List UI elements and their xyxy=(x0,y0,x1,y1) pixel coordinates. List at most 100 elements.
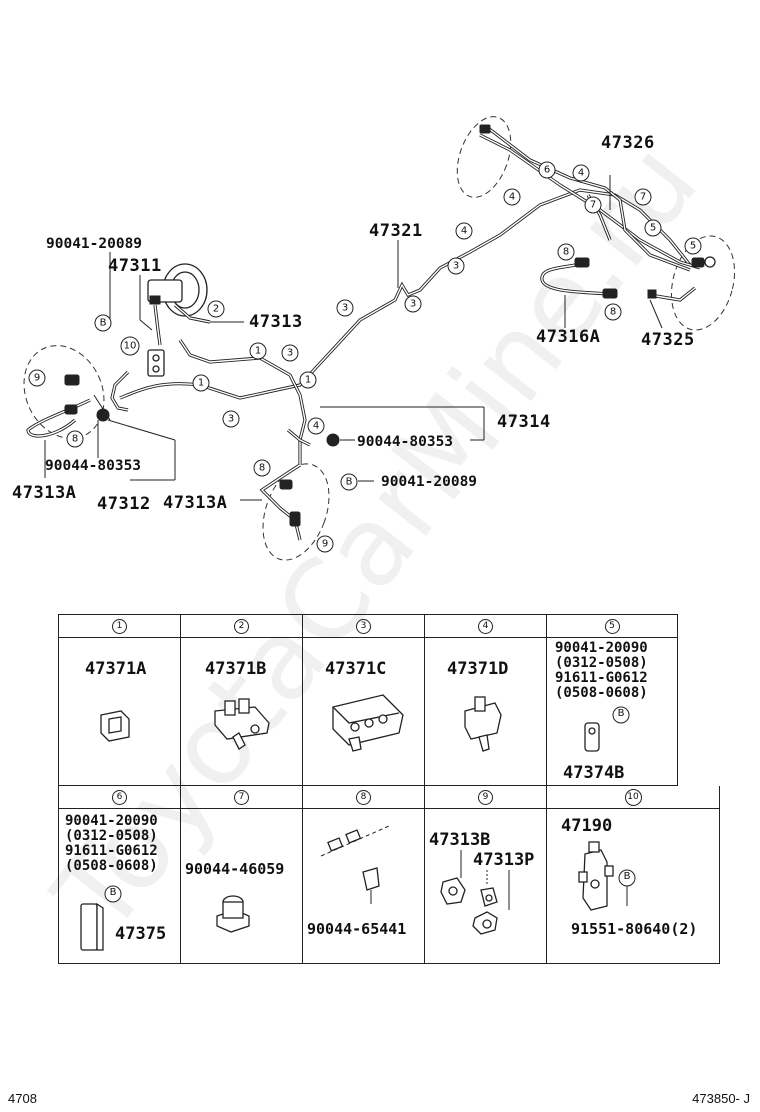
callout-9-a: 9 xyxy=(28,369,46,387)
legend-cell-3: 3 47371C xyxy=(303,614,425,786)
proportioning-valve xyxy=(147,349,165,377)
callout-8-a: 8 xyxy=(557,243,575,261)
callout-8-b: 8 xyxy=(604,303,622,321)
master-cylinder xyxy=(147,263,307,465)
legend-part-47190: 47190 xyxy=(561,816,613,836)
legend-cell-4: 4 47371D xyxy=(425,614,547,786)
label-47326: 47326 xyxy=(601,133,655,153)
callout-4-c: 4 xyxy=(455,222,473,240)
legend-part-47371B: 47371B xyxy=(205,659,267,679)
label-90041-20089-bottom: 90041-20089 xyxy=(381,474,477,490)
rear-brake-pipes xyxy=(479,126,701,302)
svg-text:4: 4 xyxy=(578,168,584,179)
svg-text:5: 5 xyxy=(650,223,656,234)
footer-page-code: 4708 xyxy=(8,1091,37,1106)
svg-text:3: 3 xyxy=(228,414,234,425)
pipe-fittings xyxy=(479,124,716,299)
legend-ref-6: B xyxy=(109,887,117,898)
callout-4-d: 4 xyxy=(307,417,325,435)
label-90044-80353-left: 90044-80353 xyxy=(45,458,141,474)
legend-num-10: 10 xyxy=(624,788,642,806)
svg-text:8: 8 xyxy=(259,463,265,474)
svg-text:8: 8 xyxy=(563,247,569,258)
legend-num-5: 5 xyxy=(604,618,620,634)
callout-1-c: 1 xyxy=(299,371,317,389)
legend-part-47374B: 47374B xyxy=(563,763,625,783)
label-47321: 47321 xyxy=(369,221,423,241)
svg-text:3: 3 xyxy=(342,303,348,314)
svg-text:8: 8 xyxy=(72,434,78,445)
legend-num-3: 3 xyxy=(356,618,371,634)
callout-3-d: 3 xyxy=(281,344,299,362)
legend-text-5: 90041-20090 (0312-0508) 91611-G0612 (050… xyxy=(555,640,648,701)
svg-text:7: 7 xyxy=(640,192,646,203)
legend-part-90044-65441: 90044-65441 xyxy=(307,920,407,938)
clip-icon xyxy=(100,710,130,742)
footer-figure-code: 473850- J xyxy=(692,1091,750,1106)
legend-part-47371D: 47371D xyxy=(447,659,509,679)
front-right-hose xyxy=(259,428,340,541)
svg-text:8: 8 xyxy=(610,307,616,318)
bracket-6-icon xyxy=(80,885,122,951)
part-labels: 47326 47321 90041-20089 47311 47313 4731… xyxy=(12,133,695,514)
bleeder-icon xyxy=(440,850,510,935)
svg-text:9: 9 xyxy=(322,539,328,550)
legend-part-47313P: 47313P xyxy=(473,850,535,870)
detail-ellipse-left xyxy=(23,345,105,439)
legend-num-8: 8 xyxy=(356,789,371,805)
svg-text:B: B xyxy=(346,477,353,488)
callout-1-b: 1 xyxy=(192,374,210,392)
callout-1-a: 1 xyxy=(249,342,267,360)
svg-text:4: 4 xyxy=(461,226,467,237)
legend-cell-5: 5 90041-20090 (0312-0508) 91611-G0612 (0… xyxy=(547,614,678,786)
label-47316A: 47316A xyxy=(536,327,600,347)
callout-3-c: 3 xyxy=(336,299,354,317)
callout-8-c: 8 xyxy=(66,430,84,448)
svg-text:10: 10 xyxy=(124,341,137,352)
legend-num-9: 9 xyxy=(478,789,493,805)
svg-text:3: 3 xyxy=(453,261,459,272)
legend-num-4: 4 xyxy=(478,618,493,634)
label-90041-20089-top: 90041-20089 xyxy=(46,236,142,252)
callout-3-b: 3 xyxy=(404,295,422,313)
callout-6-a: 6 xyxy=(538,161,556,179)
plug-icon xyxy=(320,825,390,904)
legend-cell-9: 9 47313B 47313P xyxy=(425,786,547,964)
callout-3-a: 3 xyxy=(447,257,465,275)
clamp-block-icon xyxy=(332,694,404,752)
legend-part-47371C: 47371C xyxy=(325,659,387,679)
rear-flex-hose xyxy=(540,257,618,299)
legend-part-90044-46059: 90044-46059 xyxy=(185,860,285,878)
svg-text:6: 6 xyxy=(544,165,550,176)
legend-part-47371A: 47371A xyxy=(85,659,147,679)
legend-cell-10: 10 47190 B 91551-80640(2) xyxy=(547,786,720,964)
legend-part-91551-80640: 91551-80640(2) xyxy=(571,920,698,938)
legend-cell-2: 2 47371B xyxy=(181,614,303,786)
callout-4-b: 4 xyxy=(503,188,521,206)
main-brake-pipe xyxy=(119,188,692,400)
label-47313A-mid: 47313A xyxy=(163,493,227,513)
front-left-hose xyxy=(26,370,130,438)
label-47314: 47314 xyxy=(497,412,551,432)
callout-8-d: 8 xyxy=(253,459,271,477)
label-47325: 47325 xyxy=(641,330,695,350)
svg-text:1: 1 xyxy=(198,378,204,389)
legend-part-47313B: 47313B xyxy=(429,830,491,850)
detail-ellipse-bottom xyxy=(262,463,330,561)
clip-d-icon xyxy=(464,696,502,752)
svg-text:1: 1 xyxy=(255,346,261,357)
legend-num-6: 6 xyxy=(112,789,127,805)
leader-lines xyxy=(44,175,663,501)
label-47313: 47313 xyxy=(249,312,303,332)
label-47313A-left: 47313A xyxy=(12,483,76,503)
callout-3-e: 3 xyxy=(222,410,240,428)
legend-num-1: 1 xyxy=(112,618,127,634)
svg-text:3: 3 xyxy=(287,348,293,359)
clamp-icon xyxy=(214,698,270,750)
svg-text:7: 7 xyxy=(590,200,596,211)
legend-cell-6: 6 90041-20090 (0312-0508) 91611-G0612 (0… xyxy=(58,786,181,964)
svg-text:B: B xyxy=(100,318,107,329)
callout-7-a: 7 xyxy=(634,188,652,206)
legend-ref-10: B xyxy=(623,871,631,882)
svg-text:9: 9 xyxy=(34,373,40,384)
